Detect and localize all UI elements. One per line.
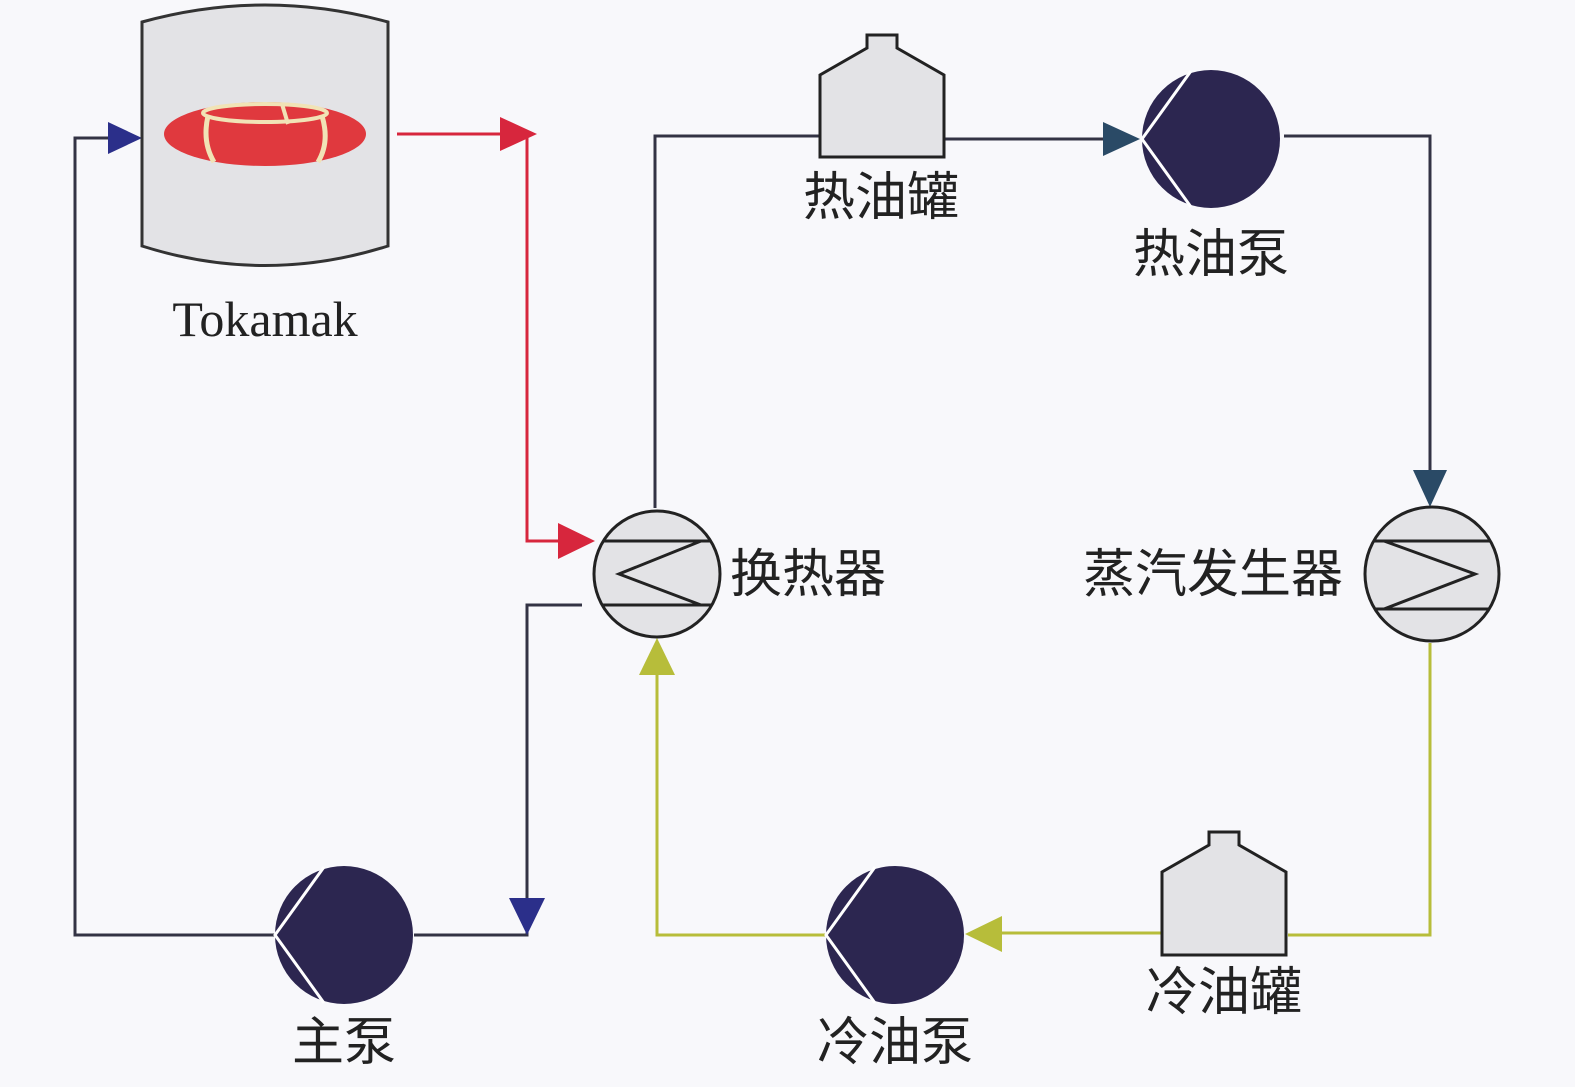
- main-pump-icon: [273, 866, 413, 1004]
- flow-arrow-icon: [1103, 122, 1140, 156]
- tokamak-vessel-icon: [140, 3, 390, 267]
- pipe-sg-to-cold-tank: [1288, 643, 1432, 937]
- pipe-hx-to-main-pump: [414, 603, 582, 937]
- flow-arrow-icon: [108, 122, 142, 154]
- torus-icon: [164, 102, 366, 166]
- hot-oil-pump-icon: [1140, 70, 1280, 208]
- label-hot-oil-tank: 热油罐: [803, 168, 959, 228]
- flow-arrow-icon: [500, 117, 537, 151]
- label-cold-oil-pump: 冷油泵: [817, 1013, 973, 1073]
- label-heat-exchanger: 换热器: [730, 545, 886, 605]
- pipe-tokamak-to-hx: [397, 132, 570, 543]
- hot-oil-tank-icon: [818, 33, 946, 159]
- label-main-pump: 主泵: [292, 1013, 396, 1073]
- label-tokamak: Tokamak: [172, 291, 357, 347]
- flow-arrow-icon: [965, 916, 1002, 952]
- label-cold-oil-tank: 冷油罐: [1146, 963, 1302, 1023]
- pipe-main-pump-to-tokamak: [73, 136, 275, 937]
- primary-loop-pipes: [73, 136, 582, 937]
- cold-oil-pipes: [655, 643, 1432, 937]
- heat-exchanger-icon: [592, 509, 722, 639]
- label-hot-oil-pump: 热油泵: [1133, 225, 1289, 285]
- flow-arrow-icon: [1413, 470, 1447, 507]
- cold-oil-tank-icon: [1160, 830, 1288, 957]
- flow-arrow-icon: [639, 638, 675, 675]
- hot-oil-pipes: [653, 134, 1432, 508]
- cold-oil-pump-icon: [824, 866, 964, 1004]
- steam-generator-icon: [1363, 505, 1501, 643]
- flow-arrow-icon: [509, 898, 545, 935]
- label-steam-generator: 蒸汽发生器: [1083, 545, 1343, 605]
- pipe-cold-pump-to-hx: [655, 675, 830, 937]
- pipe-hx-to-hot-tank: [653, 134, 820, 508]
- hot-coolant-pipes: [397, 132, 570, 543]
- pipe-hot-pump-to-sg: [1284, 134, 1432, 475]
- flow-arrow-icon: [558, 523, 595, 559]
